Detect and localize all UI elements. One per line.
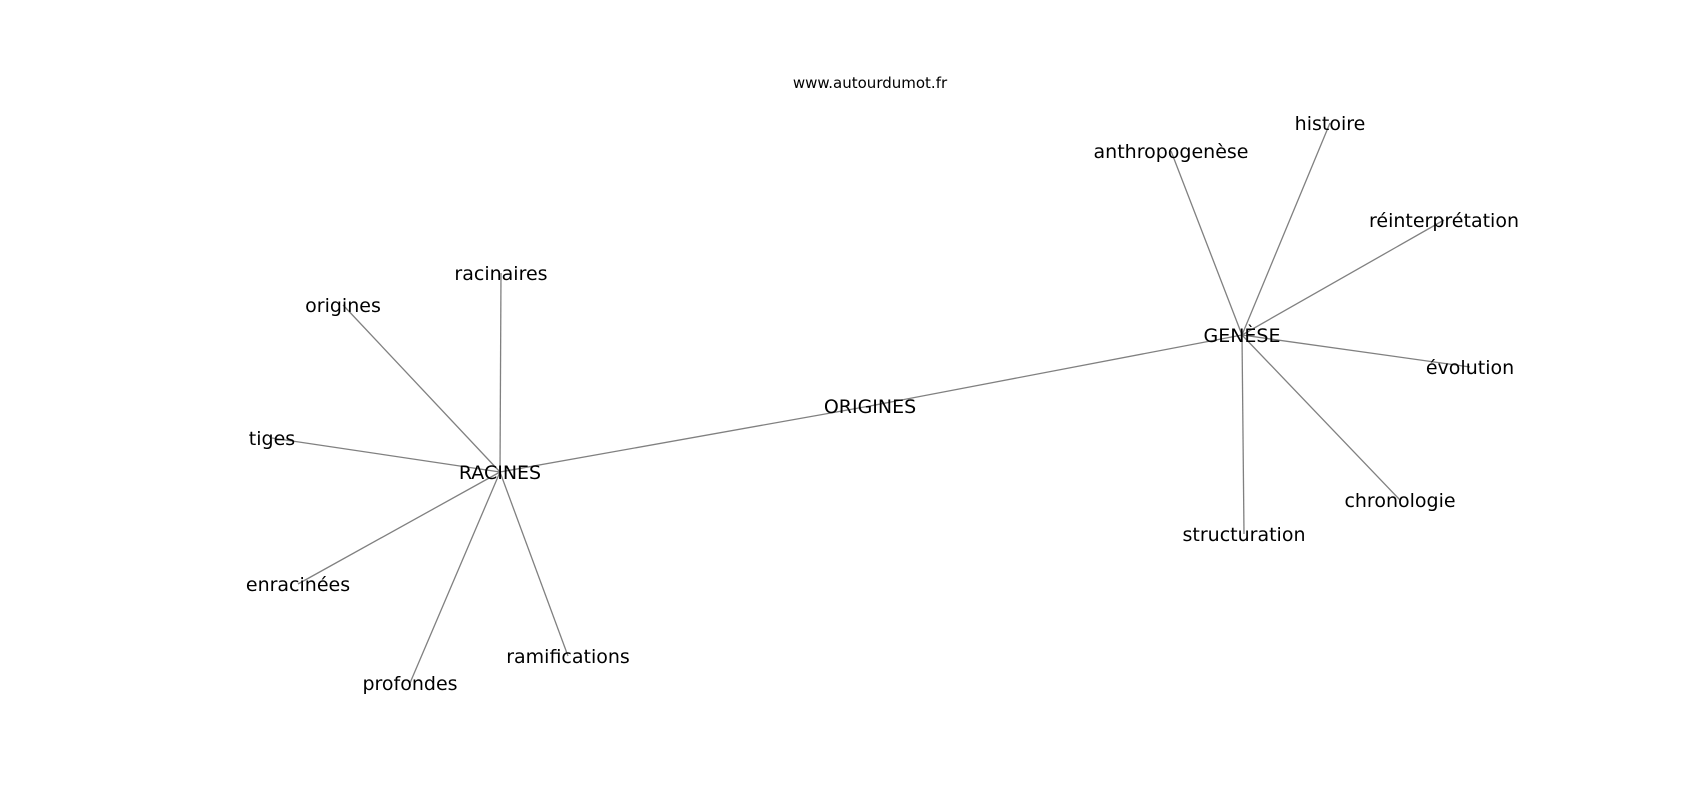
edge-racines-ramifications <box>499 471 569 657</box>
node-structuration: structuration <box>1183 524 1306 546</box>
edge-racines-racinaires <box>499 272 502 473</box>
node-origines_center: ORIGINES <box>824 396 916 418</box>
edge-genese-reinterpretation <box>1241 219 1445 336</box>
edge-genese-evolution <box>1241 334 1471 368</box>
edges-layer <box>271 122 1471 684</box>
edge-racines-origines_center <box>499 405 871 473</box>
edge-origines_center-genese <box>869 334 1243 407</box>
node-histoire: histoire <box>1295 113 1366 135</box>
edge-genese-structuration <box>1241 334 1245 535</box>
node-racinaires: racinaires <box>454 263 547 285</box>
edge-racines-enracinees <box>297 471 501 585</box>
edge-racines-profondes <box>409 471 501 684</box>
node-genese: GENÈSE <box>1203 324 1280 347</box>
edge-racines-origines <box>342 304 501 473</box>
edge-genese-chronologie <box>1241 334 1401 501</box>
node-ramifications: ramifications <box>506 646 630 668</box>
edge-racines-tiges <box>271 437 501 473</box>
node-racines: RACINES <box>459 462 541 484</box>
nodes-layer: ORIGINES RACINES GENÈSE racinaires origines t… <box>246 113 1519 695</box>
node-evolution: évolution <box>1426 357 1514 379</box>
node-tiges: tiges <box>249 428 295 450</box>
node-origines: origines <box>305 295 381 317</box>
edge-genese-anthropogenese <box>1170 150 1243 336</box>
node-anthropogenese: anthropogenèse <box>1094 141 1249 163</box>
source-label: www.autourdumot.fr <box>793 74 948 92</box>
node-reinterpretation: réinterprétation <box>1369 210 1519 232</box>
node-enracinees: enracinées <box>246 574 350 596</box>
node-chronologie: chronologie <box>1344 490 1455 512</box>
node-profondes: profondes <box>362 673 457 695</box>
edge-genese-histoire <box>1241 122 1331 336</box>
